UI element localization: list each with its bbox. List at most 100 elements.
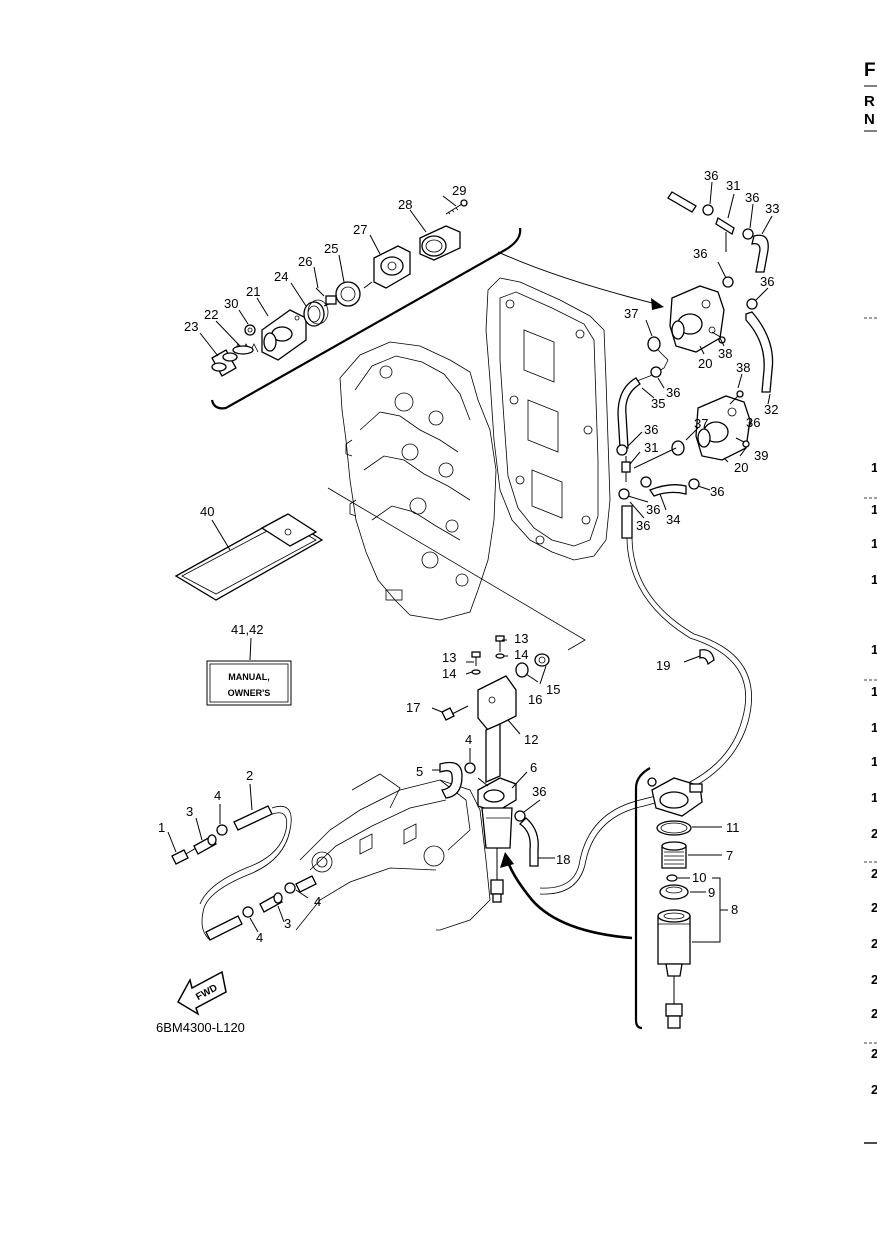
edge-row-16: 2 xyxy=(871,1046,877,1061)
part-19-clip xyxy=(699,649,715,666)
callout-36-h: 36 xyxy=(710,484,724,499)
callout-1: 1 xyxy=(158,820,165,835)
callout-20-a: 20 xyxy=(698,356,712,371)
callout-36-i: 36 xyxy=(646,502,660,517)
callout-30: 30 xyxy=(224,296,238,311)
part-40-bag xyxy=(174,513,324,601)
callout-36-d: 36 xyxy=(760,274,774,289)
callout-4-c: 4 xyxy=(314,894,321,909)
edge-row-13: 2 xyxy=(871,936,877,951)
part-30-nut xyxy=(244,324,256,336)
fuel-line-main xyxy=(539,537,746,889)
callout-31-a: 31 xyxy=(726,178,740,193)
edge-row-3: 1 xyxy=(871,536,877,551)
fwd-arrow-icon: FWD xyxy=(176,970,227,1016)
callout-numbers: 29 28 27 25 26 24 21 30 22 23 36 31 36 3… xyxy=(158,168,779,945)
callout-26: 26 xyxy=(298,254,312,269)
callout-36-c: 36 xyxy=(693,246,707,261)
manual-label-line2: OWNER'S xyxy=(228,688,271,698)
engine-block xyxy=(339,341,497,621)
callout-38-b: 38 xyxy=(736,360,750,375)
bottom-cowling xyxy=(295,773,491,931)
edge-row-9: 1 xyxy=(871,790,877,805)
edge-row-10: 2 xyxy=(871,826,877,841)
callout-41-42: 41,42 xyxy=(231,622,264,637)
edge-letter-n: N xyxy=(864,111,875,128)
filter-detail-parts xyxy=(647,777,728,1029)
edge-row-14: 2 xyxy=(871,972,877,987)
callout-4-d: 4 xyxy=(256,930,263,945)
callout-39: 39 xyxy=(754,448,768,463)
reference-line-engine-to-filter xyxy=(327,487,586,651)
callout-36-e: 36 xyxy=(666,385,680,400)
edge-letter-r: R xyxy=(864,93,875,110)
edge-row-11: 2 xyxy=(871,866,877,881)
callout-34: 34 xyxy=(666,512,680,527)
part-27-body xyxy=(363,245,411,289)
callout-37-b: 37 xyxy=(694,416,708,431)
part-21-cover xyxy=(261,309,307,361)
callout-20-b: 20 xyxy=(734,460,748,475)
callout-33: 33 xyxy=(765,201,779,216)
callout-19: 19 xyxy=(656,658,670,673)
edge-letter-f: F xyxy=(864,60,876,81)
callout-2: 2 xyxy=(246,768,253,783)
inset-leaders xyxy=(199,195,457,357)
callout-9: 9 xyxy=(708,885,715,900)
callout-24: 24 xyxy=(274,269,288,284)
callout-18: 18 xyxy=(556,852,570,867)
callout-35: 35 xyxy=(651,396,665,411)
pump-disassembly-parts xyxy=(211,199,468,377)
callout-4-b: 4 xyxy=(214,788,221,803)
edge-row-12: 2 xyxy=(871,900,877,915)
edge-row-5: 1 xyxy=(871,642,877,657)
callout-29: 29 xyxy=(452,183,466,198)
part-29-screw xyxy=(445,199,468,215)
callout-25: 25 xyxy=(324,241,338,256)
pump-leaders xyxy=(627,181,773,519)
right-edge-strip: F R N 1 1 1 1 1 1 1 1 1 2 2 2 2 2 2 2 2 xyxy=(864,60,877,1144)
callout-36-f: 36 xyxy=(746,415,760,430)
detail-pointer-arrow xyxy=(506,861,633,940)
callout-36-b: 36 xyxy=(745,190,759,205)
callout-8: 8 xyxy=(731,902,738,917)
part-24-diaphragm xyxy=(303,299,329,327)
edge-row-6: 1 xyxy=(871,684,877,699)
callout-31-b: 31 xyxy=(644,440,658,455)
inset-pointer-arrow xyxy=(497,251,661,306)
callout-23: 23 xyxy=(184,319,198,334)
callout-37-a: 37 xyxy=(624,306,638,321)
edge-row-8: 1 xyxy=(871,754,877,769)
callout-17: 17 xyxy=(406,700,420,715)
filter-leaders xyxy=(431,639,555,859)
callout-27: 27 xyxy=(353,222,367,237)
callout-21: 21 xyxy=(246,284,260,299)
callout-14-b: 14 xyxy=(442,666,456,681)
callout-36-k: 36 xyxy=(532,784,546,799)
part-22-spring xyxy=(232,343,259,355)
callout-36-j: 36 xyxy=(636,518,650,533)
detail-inset-frame xyxy=(634,767,651,1030)
callout-15: 15 xyxy=(546,682,560,697)
inset-frame-top xyxy=(210,227,522,410)
callout-38-a: 38 xyxy=(718,346,732,361)
edge-row-7: 1 xyxy=(871,720,877,735)
part-28-gasket xyxy=(419,225,461,261)
edge-row-1: 1 xyxy=(871,460,877,475)
callout-36-a: 36 xyxy=(704,168,718,183)
edge-row-15: 2 xyxy=(871,1006,877,1021)
callout-5: 5 xyxy=(416,764,423,779)
part-26-pin xyxy=(315,287,325,297)
part-25-plunger xyxy=(323,281,361,307)
manual-label-line1: MANUAL, xyxy=(228,672,270,682)
callout-28: 28 xyxy=(398,197,412,212)
callout-3-b: 3 xyxy=(284,916,291,931)
callout-3-a: 3 xyxy=(186,804,193,819)
callout-11: 11 xyxy=(726,820,740,835)
callout-22: 22 xyxy=(204,307,218,322)
callout-14-a: 14 xyxy=(514,647,528,662)
callout-40: 40 xyxy=(200,504,214,519)
edge-row-2: 1 xyxy=(871,502,877,517)
callout-6: 6 xyxy=(530,760,537,775)
fuel-filter-assembly xyxy=(439,635,550,903)
